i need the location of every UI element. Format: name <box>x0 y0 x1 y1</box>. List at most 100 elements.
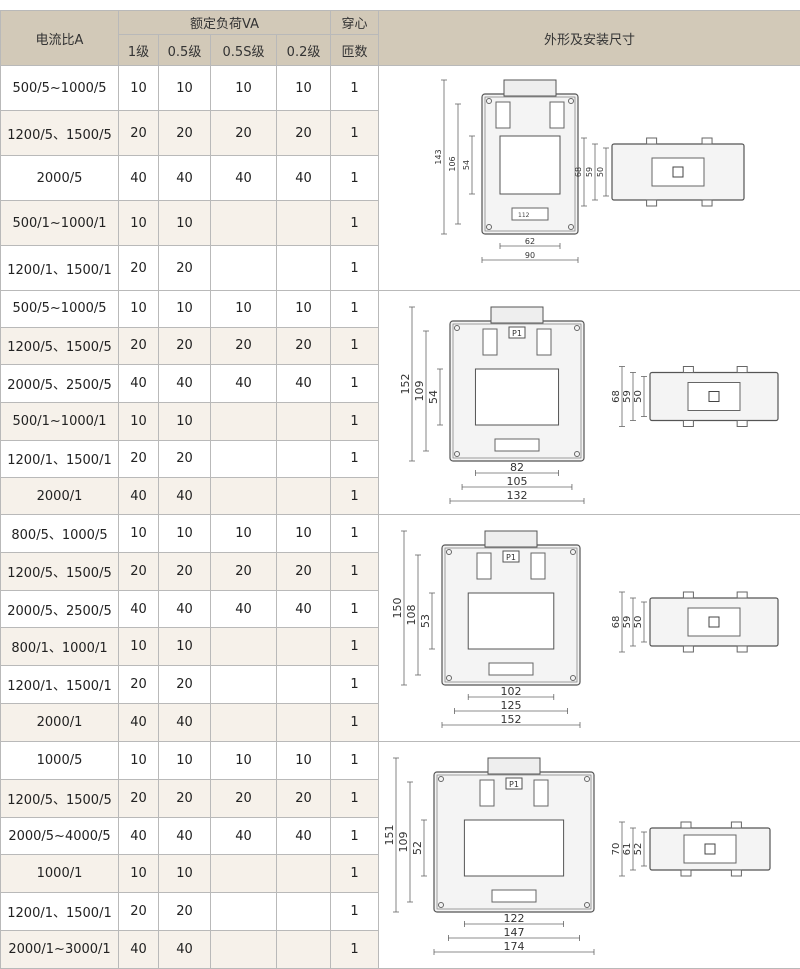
class-05-cell: 40 <box>159 704 211 742</box>
class-05-cell: 20 <box>159 779 211 817</box>
class-1-cell: 40 <box>119 365 159 403</box>
class-05-cell: 20 <box>159 246 211 291</box>
class-05s-cell <box>211 628 277 666</box>
class-1-cell: 10 <box>119 628 159 666</box>
header-class-02: 0.2级 <box>277 35 331 66</box>
class-05s-cell: 40 <box>211 590 277 628</box>
side-dim-label: 50 <box>633 390 644 403</box>
class-02-cell <box>277 855 331 893</box>
class-02-cell: 10 <box>277 66 331 111</box>
class-05-cell: 10 <box>159 201 211 246</box>
class-05s-cell <box>211 246 277 291</box>
class-02-cell <box>277 402 331 440</box>
terminal-block <box>491 307 543 323</box>
height-dim-label: 106 <box>448 156 457 171</box>
class-02-cell <box>277 201 331 246</box>
class-02-cell <box>277 704 331 742</box>
class-1-cell: 20 <box>119 779 159 817</box>
turns-cell: 1 <box>331 246 379 291</box>
class-02-cell: 40 <box>277 365 331 403</box>
class-1-cell: 10 <box>119 515 159 553</box>
turns-cell: 1 <box>331 779 379 817</box>
turns-cell: 1 <box>331 666 379 704</box>
class-05-cell: 40 <box>159 931 211 969</box>
ratio-cell: 500/1~1000/1 <box>1 201 119 246</box>
class-02-cell: 20 <box>277 111 331 156</box>
terminal-block <box>485 531 537 547</box>
spec-table: 电流比A 额定负荷VA 穿心 外形及安装尺寸 1级 0.5级 0.5S级 0.2… <box>0 10 800 969</box>
header-dims: 外形及安装尺寸 <box>379 11 800 66</box>
height-dim-label: 52 <box>411 841 424 855</box>
p1-label: P1 <box>506 553 516 562</box>
class-05-cell: 20 <box>159 327 211 365</box>
class-1-cell: 20 <box>119 440 159 478</box>
class-1-cell: 40 <box>119 590 159 628</box>
width-dim-label: 62 <box>524 237 534 246</box>
class-05-cell: 20 <box>159 666 211 704</box>
class-05s-cell: 40 <box>211 156 277 201</box>
class-02-cell: 10 <box>277 291 331 328</box>
class-05s-cell <box>211 440 277 478</box>
ratio-cell: 500/1~1000/1 <box>1 402 119 440</box>
class-05-cell: 20 <box>159 111 211 156</box>
header-rated-load: 额定负荷VA <box>119 11 331 35</box>
ratio-cell: 1200/5、1500/5 <box>1 111 119 156</box>
class-05s-cell: 10 <box>211 291 277 328</box>
width-dim-label: 90 <box>524 251 534 260</box>
class-1-cell: 40 <box>119 931 159 969</box>
class-02-cell <box>277 893 331 931</box>
class-1-cell: 40 <box>119 156 159 201</box>
p1-label: P1 <box>509 780 519 789</box>
ratio-cell: 800/1、1000/1 <box>1 628 119 666</box>
ratio-cell: 800/5、1000/5 <box>1 515 119 553</box>
ratio-cell: 2000/5~4000/5 <box>1 817 119 855</box>
class-05-cell: 10 <box>159 515 211 553</box>
class-1-cell: 20 <box>119 111 159 156</box>
terminal-block <box>504 80 556 96</box>
header-ratio: 电流比A <box>1 11 119 66</box>
header-class-05s: 0.5S级 <box>211 35 277 66</box>
turns-cell: 1 <box>331 365 379 403</box>
class-02-cell: 10 <box>277 515 331 553</box>
class-02-cell: 20 <box>277 327 331 365</box>
class-02-cell: 40 <box>277 817 331 855</box>
height-dim-label: 109 <box>413 381 426 402</box>
class-02-cell: 10 <box>277 742 331 780</box>
ratio-cell: 500/5~1000/5 <box>1 291 119 328</box>
ratio-cell: 1200/5、1500/5 <box>1 552 119 590</box>
ratio-cell: 1000/1 <box>1 855 119 893</box>
class-02-cell: 40 <box>277 156 331 201</box>
class-05-cell: 40 <box>159 478 211 515</box>
class-02-cell <box>277 628 331 666</box>
class-05s-cell <box>211 201 277 246</box>
side-dim-label: 68 <box>611 390 622 403</box>
ratio-cell: 1200/1、1500/1 <box>1 893 119 931</box>
class-02-cell <box>277 666 331 704</box>
class-05-cell: 10 <box>159 742 211 780</box>
ratio-cell: 1200/1、1500/1 <box>1 440 119 478</box>
side-dim-label: 70 <box>611 843 622 856</box>
primary-window <box>464 820 563 876</box>
turns-cell: 1 <box>331 291 379 328</box>
side-dim-label: 59 <box>622 616 633 629</box>
width-dim-label: 132 <box>506 489 527 502</box>
class-1-cell: 40 <box>119 704 159 742</box>
ratio-cell: 1200/5、1500/5 <box>1 779 119 817</box>
height-dim-label: 108 <box>405 605 418 626</box>
turns-cell: 1 <box>331 478 379 515</box>
class-1-cell: 40 <box>119 817 159 855</box>
turns-cell: 1 <box>331 628 379 666</box>
class-05s-cell: 20 <box>211 111 277 156</box>
class-05s-cell: 20 <box>211 552 277 590</box>
width-dim-label: 174 <box>503 940 524 953</box>
class-05-cell: 40 <box>159 590 211 628</box>
class-05-cell: 10 <box>159 855 211 893</box>
